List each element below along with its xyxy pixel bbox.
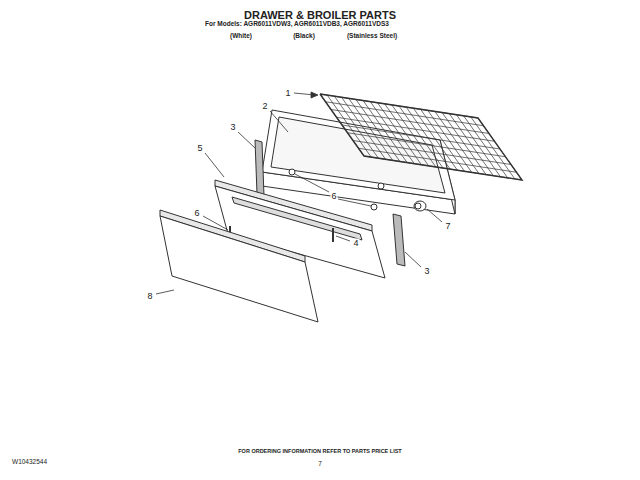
- leader-line: [205, 153, 224, 177]
- callout-number: 3: [423, 267, 430, 276]
- color-note: (Black): [293, 33, 315, 40]
- callout-number: 6: [193, 209, 200, 218]
- screw: [289, 169, 295, 175]
- callout-number: 5: [196, 144, 203, 153]
- leader-line: [427, 209, 442, 222]
- callout-number: 6: [330, 192, 337, 201]
- drawing-number: W10432544: [12, 459, 47, 466]
- bumper-face: [415, 203, 421, 209]
- callout-number: 7: [444, 222, 451, 231]
- callout-number: 2: [261, 102, 268, 111]
- color-note: (White): [230, 33, 252, 40]
- screw: [378, 183, 384, 189]
- slide-bracket: [393, 214, 405, 266]
- rack-frame: [320, 94, 522, 180]
- leader-line: [295, 174, 329, 192]
- callout-number: 3: [229, 123, 236, 132]
- arrowhead: [311, 92, 318, 98]
- models-line: For Models: AGR6011VDW3, AGR6011VDB3, AG…: [205, 21, 389, 28]
- color-note: (Stainless Steel): [347, 33, 397, 40]
- callout-number: 4: [352, 239, 359, 248]
- footer-note: FOR ORDERING INFORMATION REFER TO PARTS …: [238, 449, 401, 455]
- leader-line: [203, 216, 228, 230]
- callout-number: 1: [284, 89, 291, 98]
- slide-bracket: [255, 140, 264, 196]
- rack-wire: [337, 117, 495, 141]
- stud: [332, 228, 334, 242]
- leader-line: [270, 111, 288, 132]
- leader-line: [156, 290, 174, 294]
- pan-inner-rim: [271, 117, 445, 193]
- page-number: 7: [318, 461, 322, 468]
- broiler-pan: [262, 110, 455, 200]
- rack-wire: [359, 148, 517, 172]
- rack-wire: [342, 125, 500, 149]
- bumper: [414, 201, 426, 211]
- broiler-rack: [320, 94, 522, 180]
- rack-wire: [353, 141, 511, 165]
- leader-line: [336, 236, 350, 241]
- drawer-panel: [160, 216, 318, 322]
- leader-line: [405, 252, 421, 267]
- handle-slot: [232, 197, 362, 240]
- rack-wire: [331, 110, 489, 134]
- callout-number: 8: [146, 292, 153, 301]
- leader-line: [338, 199, 371, 206]
- rack-wire: [326, 102, 484, 126]
- screw: [371, 204, 377, 210]
- leader-line: [238, 132, 255, 148]
- rack-wire: [348, 133, 506, 157]
- title: DRAWER & BROILER PARTS: [244, 10, 396, 21]
